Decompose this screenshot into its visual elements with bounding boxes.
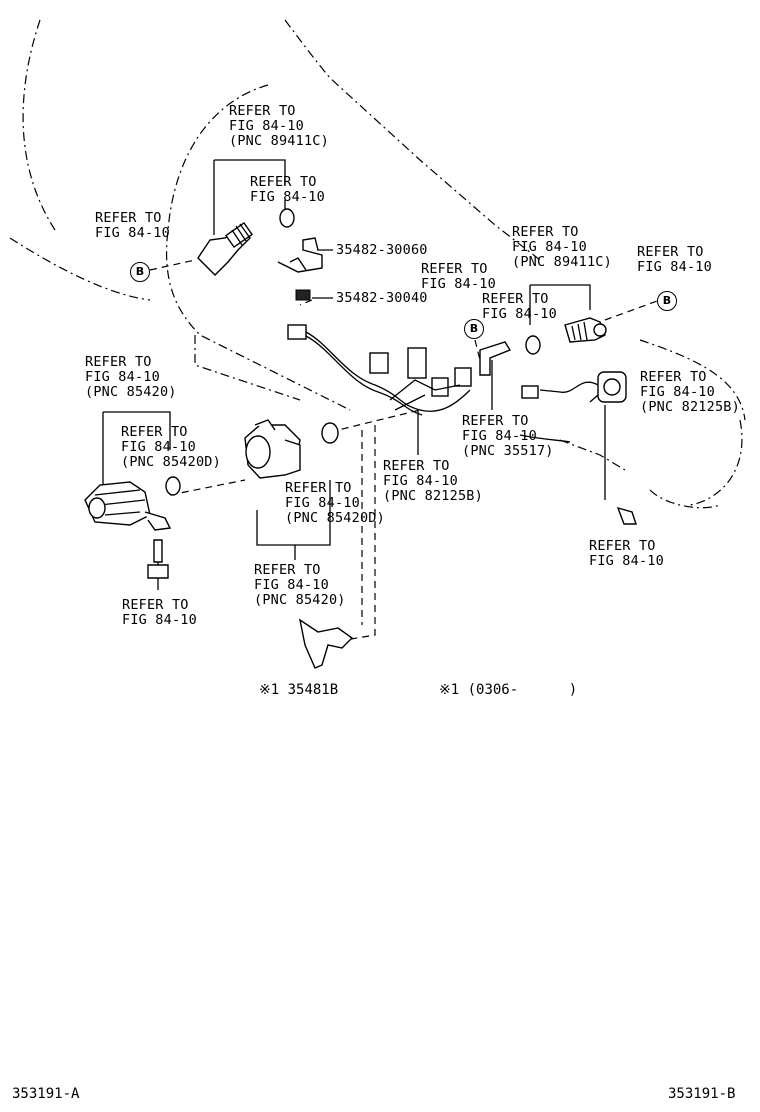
- refer-label: REFER TO FIG 84-10: [482, 291, 557, 322]
- speed-sensor: [521, 371, 627, 403]
- middle-solenoid: [244, 419, 301, 479]
- part-number-35482-30040: 35482-30040: [336, 290, 428, 306]
- refer-label: REFER TO FIG 84-10: [95, 210, 170, 241]
- refer-label-85420-middle: REFER TO FIG 84-10 (PNC 85420): [254, 562, 346, 608]
- callout-b-middle: B: [464, 319, 484, 339]
- refer-label-82125b-middle: REFER TO FIG 84-10 (PNC 82125B): [383, 458, 483, 504]
- left-solenoid: [84, 481, 172, 531]
- part-number-35482-30060: 35482-30060: [336, 242, 428, 258]
- part-code-35481b: ※1 35481B: [259, 682, 339, 698]
- upper-right-sensor: [564, 317, 607, 343]
- wire-harness: [287, 324, 472, 416]
- figure-id-right: 353191-B: [668, 1086, 736, 1102]
- refer-label-82125b-right: REFER TO FIG 84-10 (PNC 82125B): [640, 369, 740, 415]
- refer-label: REFER TO FIG 84-10: [122, 597, 197, 628]
- upper-left-sensor: [197, 221, 254, 276]
- refer-label-89411c-left: REFER TO FIG 84-10 (PNC 89411C): [229, 103, 329, 149]
- date-footnote: ※1 (0306- ): [439, 682, 578, 698]
- callout-b-right: B: [657, 291, 677, 311]
- callout-b-left: B: [130, 262, 150, 282]
- refer-label: REFER TO FIG 84-10: [637, 244, 712, 275]
- refer-label-85420-left: REFER TO FIG 84-10 (PNC 85420): [85, 354, 177, 400]
- figure-id-left: 353191-A: [12, 1086, 80, 1102]
- refer-label-35517: REFER TO FIG 84-10 (PNC 35517): [462, 413, 554, 459]
- refer-label: REFER TO FIG 84-10: [589, 538, 664, 569]
- refer-label: REFER TO FIG 84-10: [421, 261, 496, 292]
- refer-label-85420d-left: REFER TO FIG 84-10 (PNC 85420D): [121, 424, 221, 470]
- refer-label-89411c-right: REFER TO FIG 84-10 (PNC 89411C): [512, 224, 612, 270]
- refer-label: REFER TO FIG 84-10: [250, 174, 325, 205]
- refer-label-85420d-middle: REFER TO FIG 84-10 (PNC 85420D): [285, 480, 385, 526]
